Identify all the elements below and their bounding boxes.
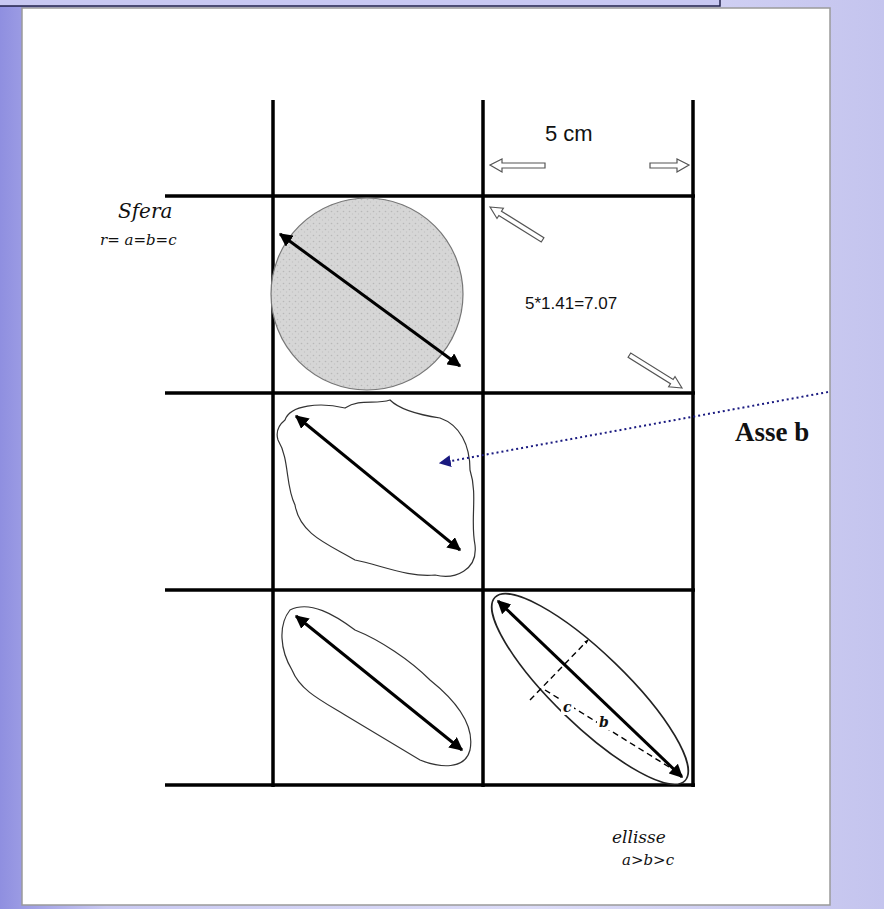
handwritten-note: a>b>c	[622, 852, 674, 869]
dimension-label: 5*1.41=7.07	[523, 295, 619, 314]
handwritten-note: ellisse	[612, 828, 666, 847]
axis-label: c	[561, 700, 574, 715]
axis-arrow	[296, 616, 462, 750]
irregular-clast	[277, 400, 475, 576]
handwritten-note: r= a=b=c	[100, 232, 177, 249]
axis-dashes	[530, 640, 682, 775]
sphere	[271, 198, 463, 390]
dimension-label: 5 cm	[545, 122, 593, 146]
hollow-arrows	[487, 159, 689, 393]
elongated-clast	[282, 607, 471, 766]
title-strip	[0, 0, 720, 6]
diameter-arrow	[280, 234, 460, 366]
leader-line	[440, 392, 828, 463]
axis-a-arrow	[498, 601, 682, 777]
handwritten-note: Sfera	[118, 200, 172, 222]
axis-label: b	[597, 715, 611, 730]
paper-sheet	[22, 8, 830, 905]
ellipsoid-clast	[470, 571, 710, 806]
callout-label: Asse b	[735, 418, 809, 448]
axis-arrow	[296, 416, 460, 550]
